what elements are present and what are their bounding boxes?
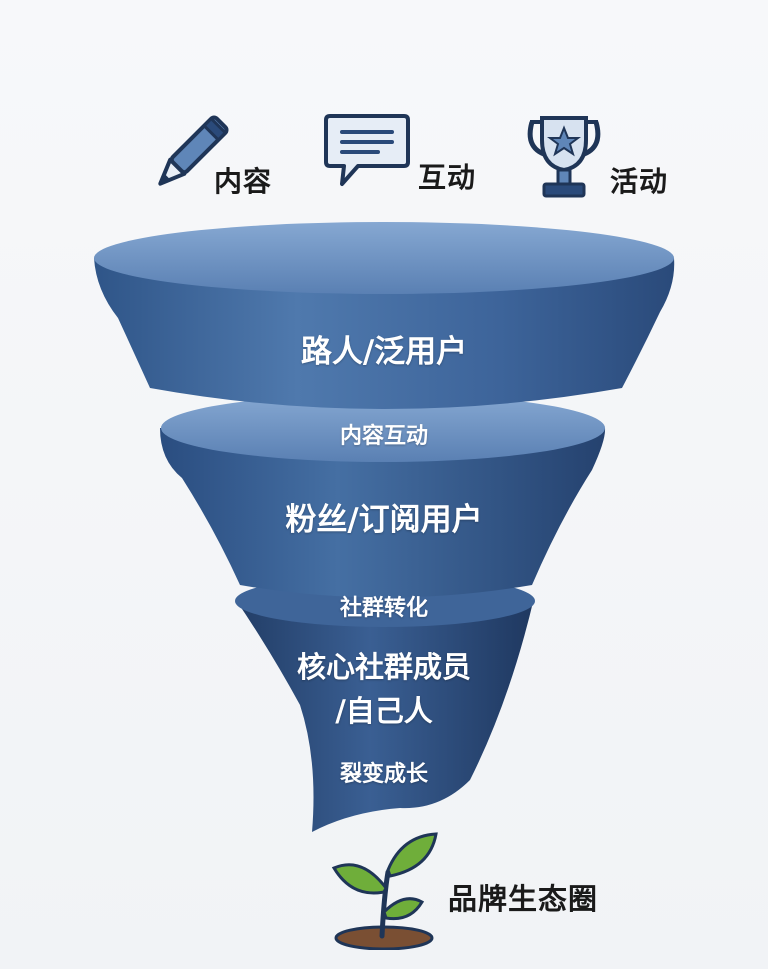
transition-1-label: 内容互动: [339, 424, 428, 449]
sprout-icon: [331, 832, 438, 950]
funnel-layer-3: [236, 579, 534, 832]
pen-icon: [158, 115, 229, 186]
funnel-layer-2: [160, 428, 606, 598]
trophy-icon: [527, 116, 601, 198]
transition-2-label: 社群转化: [339, 596, 428, 621]
layer-3-label-line2: /自己人: [335, 694, 433, 728]
label-interaction: 互动: [418, 161, 477, 194]
funnel-layer-1: [94, 258, 675, 409]
layer-1-label: 路人/泛用户: [300, 334, 468, 370]
label-activity: 活动: [610, 165, 669, 198]
chat-bubble-icon: [324, 114, 410, 186]
transition-3-label: 裂变成长: [339, 762, 428, 787]
label-content: 内容: [214, 165, 273, 198]
brand-ecosystem-label: 品牌生态圈: [448, 882, 599, 916]
layer-2-label: 粉丝/订阅用户: [285, 502, 483, 538]
layer-3-label-line1: 核心社群成员: [296, 650, 471, 684]
